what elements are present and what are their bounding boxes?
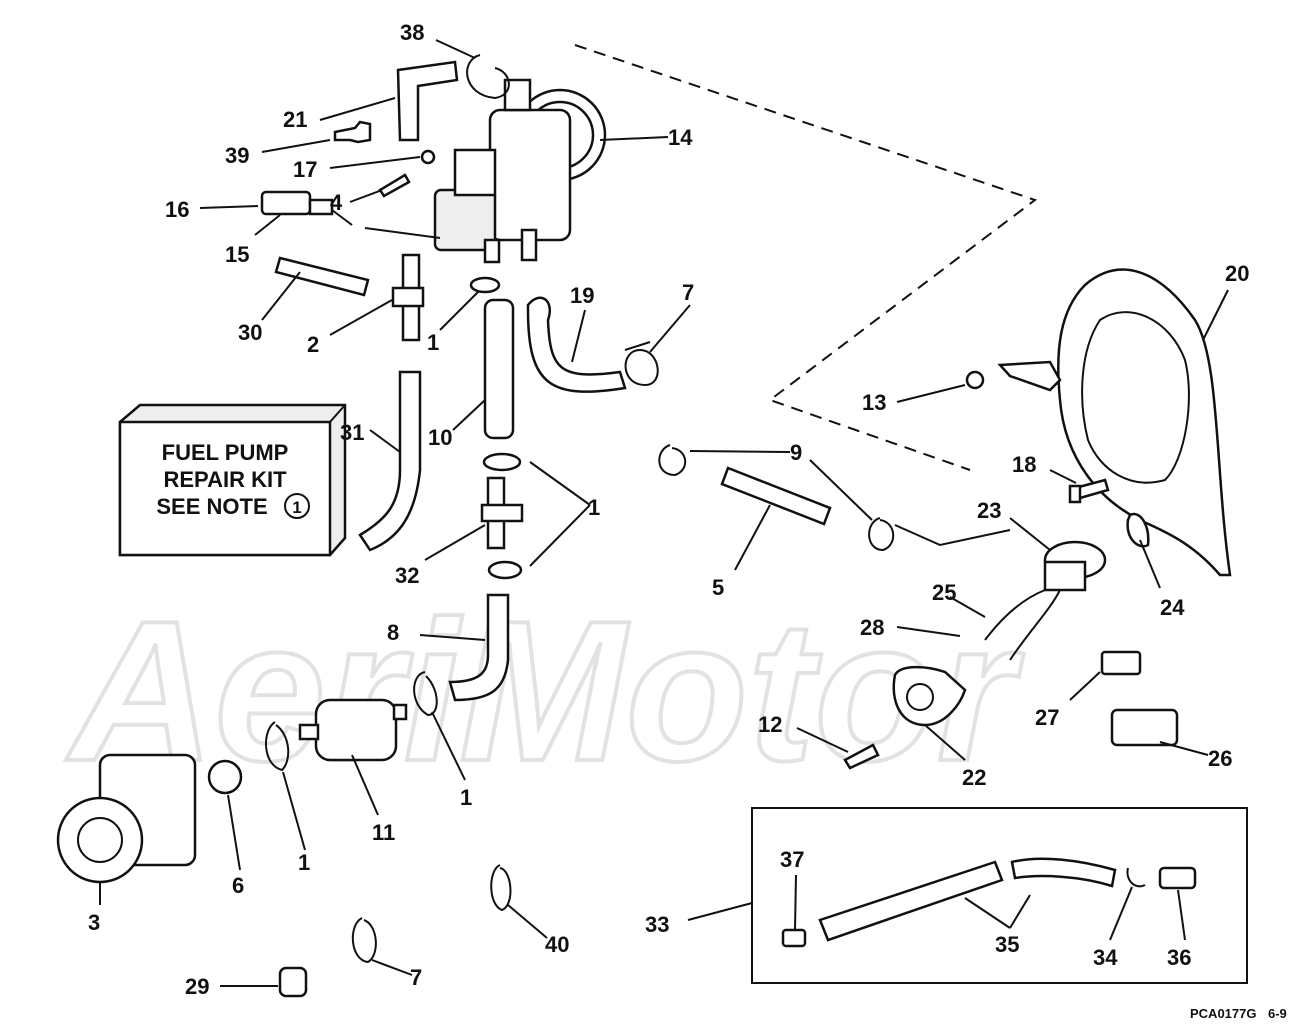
terminal-27 bbox=[1100, 650, 1142, 676]
kit-33-parts bbox=[781, 857, 1197, 948]
kit-line-2: REPAIR KIT bbox=[163, 467, 287, 492]
callout-5: 5 bbox=[712, 575, 724, 600]
sensor-23 bbox=[984, 540, 1107, 661]
kit-note-number: 1 bbox=[292, 498, 301, 517]
callout-22: 22 bbox=[962, 765, 986, 790]
callout-17: 17 bbox=[293, 157, 317, 182]
repair-kit-box: FUEL PUMP REPAIR KIT SEE NOTE 1 bbox=[118, 403, 347, 557]
callout-8: 8 bbox=[387, 620, 399, 645]
tank-connector-3 bbox=[56, 753, 197, 884]
callout-20: 20 bbox=[1225, 261, 1249, 286]
hose-19 bbox=[526, 296, 627, 393]
t-fitting-32 bbox=[480, 476, 524, 550]
callout-15: 15 bbox=[225, 242, 249, 267]
hose-elbow-21 bbox=[396, 60, 459, 142]
callout-10: 10 bbox=[428, 425, 452, 450]
callout-30: 30 bbox=[238, 320, 262, 345]
inline-filter-11 bbox=[298, 698, 408, 762]
leader-lines bbox=[99, 39, 1229, 987]
fuel-pump-assembly bbox=[364, 78, 607, 264]
callout-29: 29 bbox=[185, 974, 209, 999]
bushing-29 bbox=[278, 966, 308, 998]
washer-1-mid bbox=[482, 452, 522, 472]
bracket-22 bbox=[892, 665, 967, 727]
bushing-6 bbox=[207, 759, 243, 795]
t-fitting-2 bbox=[391, 253, 425, 342]
callout-27: 27 bbox=[1035, 705, 1059, 730]
sensor-15 bbox=[260, 190, 353, 226]
callout-12: 12 bbox=[758, 712, 782, 737]
washer-1-low bbox=[487, 560, 523, 580]
nut-17 bbox=[420, 149, 436, 165]
callout-14: 14 bbox=[668, 125, 693, 150]
callout-39: 39 bbox=[225, 143, 249, 168]
kit-line-3: SEE NOTE bbox=[156, 494, 267, 519]
screw-12 bbox=[843, 743, 880, 770]
callout-19: 19 bbox=[570, 283, 594, 308]
callout-13: 13 bbox=[862, 390, 886, 415]
callout-26: 26 bbox=[1208, 746, 1232, 771]
gasket-20 bbox=[1057, 268, 1232, 577]
clip-9-left bbox=[658, 444, 687, 477]
callout-7-top: 7 bbox=[682, 280, 694, 305]
clip-7-bottom bbox=[351, 917, 377, 964]
clip-38 bbox=[466, 54, 510, 100]
washer-1-top bbox=[469, 276, 501, 294]
callout-1-bottom: 1 bbox=[298, 850, 310, 875]
callout-38: 38 bbox=[400, 20, 424, 45]
figure-code: PCA0177G bbox=[1190, 1006, 1256, 1021]
callout-25: 25 bbox=[932, 580, 956, 605]
hose-30 bbox=[274, 256, 370, 297]
callout-40: 40 bbox=[545, 932, 569, 957]
callout-6: 6 bbox=[232, 873, 244, 898]
callout-2: 2 bbox=[307, 332, 319, 357]
kit-33-box bbox=[751, 807, 1248, 984]
callout-1-mid: 1 bbox=[588, 495, 600, 520]
clip-1-a bbox=[413, 671, 438, 717]
callout-34: 34 bbox=[1093, 945, 1118, 970]
connector-26 bbox=[1110, 708, 1179, 747]
callout-16: 16 bbox=[165, 197, 189, 222]
callout-33: 33 bbox=[645, 912, 669, 937]
callout-1-low: 1 bbox=[460, 785, 472, 810]
fitting-39 bbox=[333, 120, 372, 144]
callout-31: 31 bbox=[340, 420, 364, 445]
callout-24: 24 bbox=[1160, 595, 1185, 620]
callout-28: 28 bbox=[860, 615, 884, 640]
callout-21: 21 bbox=[283, 107, 307, 132]
watermark-text: AeriMotor bbox=[65, 580, 1024, 803]
callout-36: 36 bbox=[1167, 945, 1191, 970]
screw-4 bbox=[378, 173, 411, 198]
clip-7-top bbox=[624, 341, 659, 387]
callout-labels: 38 21 39 17 14 16 4 15 30 2 1 19 7 20 13… bbox=[88, 20, 1249, 999]
callout-9: 9 bbox=[790, 440, 802, 465]
hose-31 bbox=[358, 370, 422, 552]
callout-1-top: 1 bbox=[427, 330, 439, 355]
callout-3: 3 bbox=[88, 910, 100, 935]
callout-4: 4 bbox=[330, 190, 343, 215]
fitting-13-hose bbox=[997, 360, 1062, 392]
clip-9-right bbox=[868, 517, 895, 552]
callout-18: 18 bbox=[1012, 452, 1036, 477]
connector-line-23 bbox=[894, 524, 1011, 547]
grommet-24 bbox=[1126, 512, 1150, 548]
clip-1-b bbox=[264, 721, 290, 772]
hose-5 bbox=[720, 466, 832, 526]
fuel-filter-10 bbox=[483, 298, 515, 440]
callout-32: 32 bbox=[395, 563, 419, 588]
page-ref: 6-9 bbox=[1268, 1006, 1287, 1021]
assembly-dashed-outline bbox=[574, 44, 1038, 471]
callout-7-bottom: 7 bbox=[410, 965, 422, 990]
nut-13 bbox=[965, 370, 985, 390]
clip-40 bbox=[490, 864, 512, 912]
callout-35: 35 bbox=[995, 932, 1019, 957]
callout-23: 23 bbox=[977, 498, 1001, 523]
callout-37: 37 bbox=[780, 847, 804, 872]
kit-line-1: FUEL PUMP bbox=[162, 440, 289, 465]
hose-8 bbox=[448, 593, 510, 702]
callout-11: 11 bbox=[372, 820, 395, 845]
